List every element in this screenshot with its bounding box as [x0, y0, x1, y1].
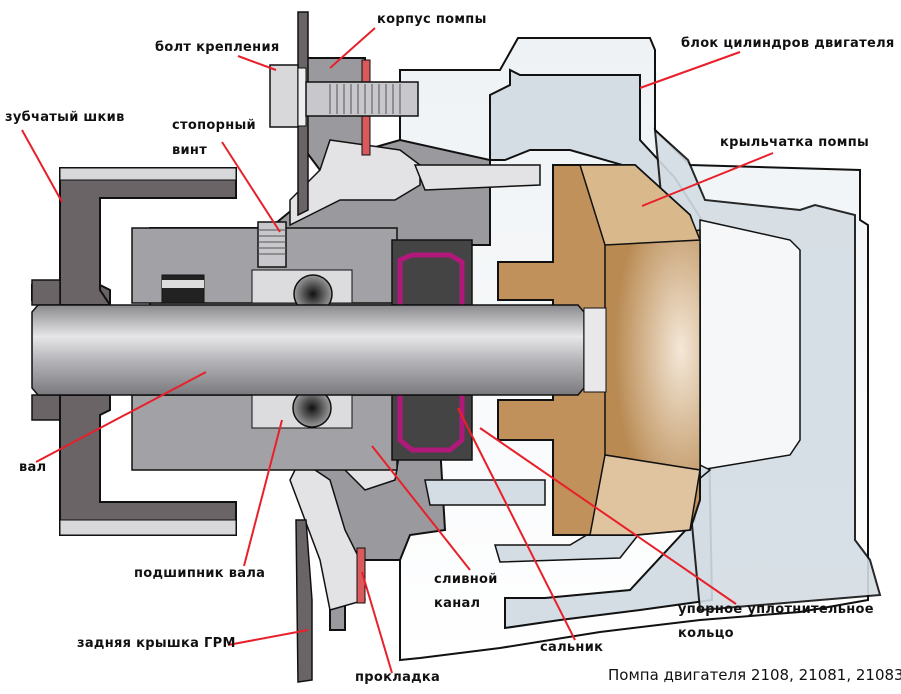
leader-impeller [641, 152, 774, 207]
label-timing-cover: задняя крышка ГРМ [77, 636, 236, 651]
timing-cover [295, 11, 313, 683]
leader-block [639, 51, 741, 89]
label-thrust-oring-line2: кольцо [678, 626, 734, 641]
label-mounting-bolt: болт крепления [155, 40, 280, 55]
label-drain-line2: канал [434, 596, 481, 611]
leader-bolt [237, 55, 277, 71]
label-bearing: подшипник вала [134, 566, 266, 581]
label-drain-line1: сливной [434, 572, 498, 587]
diagram-caption: Помпа двигателя 2108, 21081, 21083 [608, 666, 901, 684]
leader-shaft [35, 371, 207, 463]
leader-bearing [243, 419, 283, 567]
bearing-assembly [131, 221, 398, 471]
label-engine-block: блок цилиндров двигателя [681, 36, 895, 51]
label-pump-housing: корпус помпы [377, 12, 487, 27]
label-set-screw-line2: винт [172, 143, 208, 158]
label-shaft: вал [19, 460, 47, 475]
leader-timing-cover [227, 629, 309, 646]
oil-seal [391, 239, 473, 461]
toothed-pulley [31, 167, 237, 536]
leader-oring [479, 427, 737, 605]
shaft [31, 304, 585, 396]
label-oil-seal: сальник [540, 640, 604, 655]
leader-pulley [21, 129, 63, 203]
mounting-bolt [269, 64, 419, 128]
leader-lines [21, 27, 774, 674]
leader-housing [329, 27, 376, 69]
leader-oil-seal [457, 407, 576, 641]
label-set-screw-line1: стопорный [172, 118, 256, 133]
label-thrust-oring-line1: упорное уплотнительное [678, 602, 874, 617]
leader-drain [371, 445, 471, 571]
shaft-end-gap [583, 307, 607, 393]
leader-setscrew [221, 141, 281, 233]
label-impeller: крыльчатка помпы [720, 135, 870, 150]
leader-gasket [361, 571, 393, 674]
gasket-lower [356, 547, 366, 604]
label-toothed-pulley: зубчатый шкив [5, 110, 125, 125]
label-gasket: прокладка [355, 670, 441, 685]
